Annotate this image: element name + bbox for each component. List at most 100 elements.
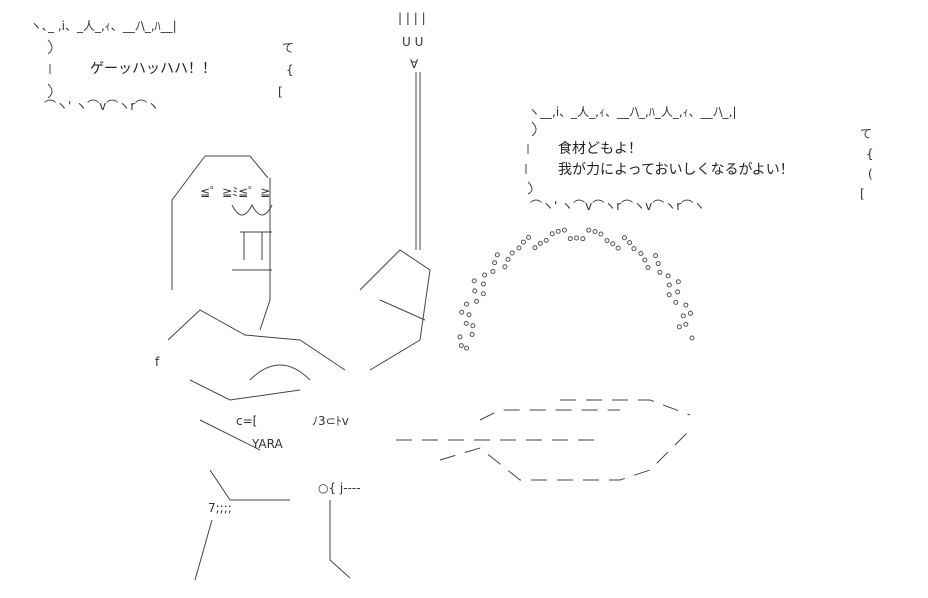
speech-bubble-right: ヽ__,i、_人_,ｨ、__ﾉ\_,ﾊ_人_,ｨ、__ﾉ\_,| て { ( [… xyxy=(525,105,874,213)
sparkle-dot xyxy=(683,302,689,308)
bubble-left-right-edge-1: て xyxy=(282,41,294,55)
bubble-right-right-edge-2: { xyxy=(866,147,874,161)
bubble-left-bottom-edge: ⌒ヽ' ヽ⌒v⌒ヽr⌒ヽ xyxy=(44,99,159,113)
sparkle-dot xyxy=(464,301,470,307)
sparkle-dot xyxy=(680,313,686,319)
sparkle-dot xyxy=(666,292,672,298)
sparkle-dot xyxy=(459,309,465,315)
figure-body xyxy=(167,309,346,501)
sparkle-dot xyxy=(480,291,486,297)
fork: | | | | U U ∀ xyxy=(398,11,426,250)
sparkle-dot xyxy=(555,228,561,234)
bubble-right-bottom-edge: ⌒ヽ' ヽ⌒v⌒ヽr⌒ヽv⌒ヽr⌒ヽ xyxy=(530,199,705,213)
sparkle-dot xyxy=(689,335,695,341)
sparkle-dot xyxy=(615,245,621,251)
figure-head-outline xyxy=(171,155,271,331)
sparkle-dot xyxy=(520,239,526,245)
sparkle-dot xyxy=(598,231,604,237)
pan-outline xyxy=(396,399,691,481)
fork-tines-bottom: U U xyxy=(402,35,423,49)
sparkle-dot xyxy=(687,310,693,316)
sparkle-dot xyxy=(471,278,477,284)
sparkle-dot xyxy=(675,279,681,285)
sparkle-dot xyxy=(532,245,538,251)
sparkle-dot xyxy=(494,252,500,258)
bubble-left-left-edge xyxy=(47,39,53,99)
sparkle-dot xyxy=(466,312,472,318)
figure-hand-mark: ﾉ3⊂ﾄv xyxy=(312,414,349,428)
sparkle-dots xyxy=(457,227,695,351)
sparkle-dot xyxy=(458,343,464,349)
sparkle-dot xyxy=(492,260,498,266)
sparkle-dot xyxy=(657,269,663,275)
figure-eyes: ≦゜≧ﾐ≦゜≧ xyxy=(200,185,270,199)
chef-figure: ≦゜≧ﾐ≦゜≧ f c=[ ﾉ3⊂ﾄv YARA 7;;;; ○{ j---- xyxy=(155,155,431,581)
sparkle-dot xyxy=(549,231,555,237)
sparkle-dot xyxy=(469,332,475,338)
sparkle-dot xyxy=(666,282,672,288)
sparkle-dot xyxy=(610,241,616,247)
sparkle-dot xyxy=(516,245,522,251)
bubble-left-right-edge-2: { xyxy=(286,63,294,77)
bubble-right-line-2: 我が力によっておいしくなるがよい！ xyxy=(558,162,794,178)
sparkle-dot xyxy=(642,257,648,263)
sparkle-dot xyxy=(480,281,486,287)
sparkle-dot xyxy=(574,235,580,241)
bubble-right-right-edge-3: ( xyxy=(868,167,873,181)
sparkle-dot xyxy=(676,324,682,330)
sparkle-dot xyxy=(655,261,661,267)
sparkle-dot xyxy=(543,237,549,243)
sparkle-dot xyxy=(457,334,463,340)
sparkle-dot xyxy=(627,240,633,246)
sparkle-dot xyxy=(474,298,480,304)
sparkle-dot xyxy=(622,235,628,241)
sparkle-dot xyxy=(463,320,469,326)
sparkle-dot xyxy=(472,288,478,294)
bubble-right-left-edge xyxy=(525,121,537,195)
sparkle-dot xyxy=(604,238,610,244)
sparkle-dot xyxy=(464,345,470,351)
sparkle-dot xyxy=(509,250,515,256)
sparkle-dot xyxy=(580,236,586,242)
sparkle-dot xyxy=(567,236,573,242)
sparkle-dot xyxy=(470,323,476,329)
sparkle-dot xyxy=(502,264,508,270)
sparkle-dot xyxy=(490,268,496,274)
bubble-right-line-1: 食材どもよ！ xyxy=(558,140,642,157)
sparkle-dot xyxy=(537,240,543,246)
fork-neck: ∀ xyxy=(410,57,419,71)
sparkle-dot xyxy=(665,273,671,279)
sparkle-dot xyxy=(653,253,659,259)
sparkle-dot xyxy=(645,264,651,270)
sparkle-dot xyxy=(683,321,689,327)
sparkle-dot xyxy=(561,227,567,233)
fork-handle xyxy=(415,72,421,250)
sparkle-dot xyxy=(586,227,592,233)
bubble-left-top-edge: ヽ､_ ,i、_人_,ｨ、__ﾉ\_,ﾊ__| xyxy=(30,19,177,33)
sparkle-dot xyxy=(638,251,644,257)
figure-face xyxy=(231,203,273,271)
sparkle-dot xyxy=(526,234,532,240)
bubble-right-top-edge: ヽ__,i、_人_,ｨ、__ﾉ\_,ﾊ_人_,ｨ、__ﾉ\_,| xyxy=(528,105,737,119)
sparkle-dot xyxy=(675,289,681,295)
bubble-left-text: ゲーッハッハハ！！ xyxy=(90,61,216,77)
sparkle-dot xyxy=(631,246,637,252)
pan-trail xyxy=(396,227,695,481)
speech-bubble-left: ヽ､_ ,i、_人_,ｨ、__ﾉ\_,ﾊ__| て { [ ゲーッハッハハ！！ … xyxy=(30,19,294,113)
sparkle-dot xyxy=(592,228,598,234)
sparkle-dot xyxy=(505,256,511,262)
figure-apron-text: YARA xyxy=(251,437,283,451)
bubble-left-right-edge-3: [ xyxy=(278,85,283,99)
bubble-right-right-edge-1: て xyxy=(860,127,872,141)
bubble-right-right-edge-4: [ xyxy=(860,187,865,201)
sparkle-dot xyxy=(673,299,679,305)
figure-hand-left: c=[ xyxy=(236,414,257,428)
fork-tines: | | | | xyxy=(398,11,426,25)
figure-ring: ○{ j---- xyxy=(318,481,361,495)
sparkle-dot xyxy=(482,272,488,278)
figure-shorts: 7;;;; xyxy=(208,501,232,515)
figure-f-mark: f xyxy=(155,355,160,369)
figure-limbs xyxy=(194,249,431,581)
